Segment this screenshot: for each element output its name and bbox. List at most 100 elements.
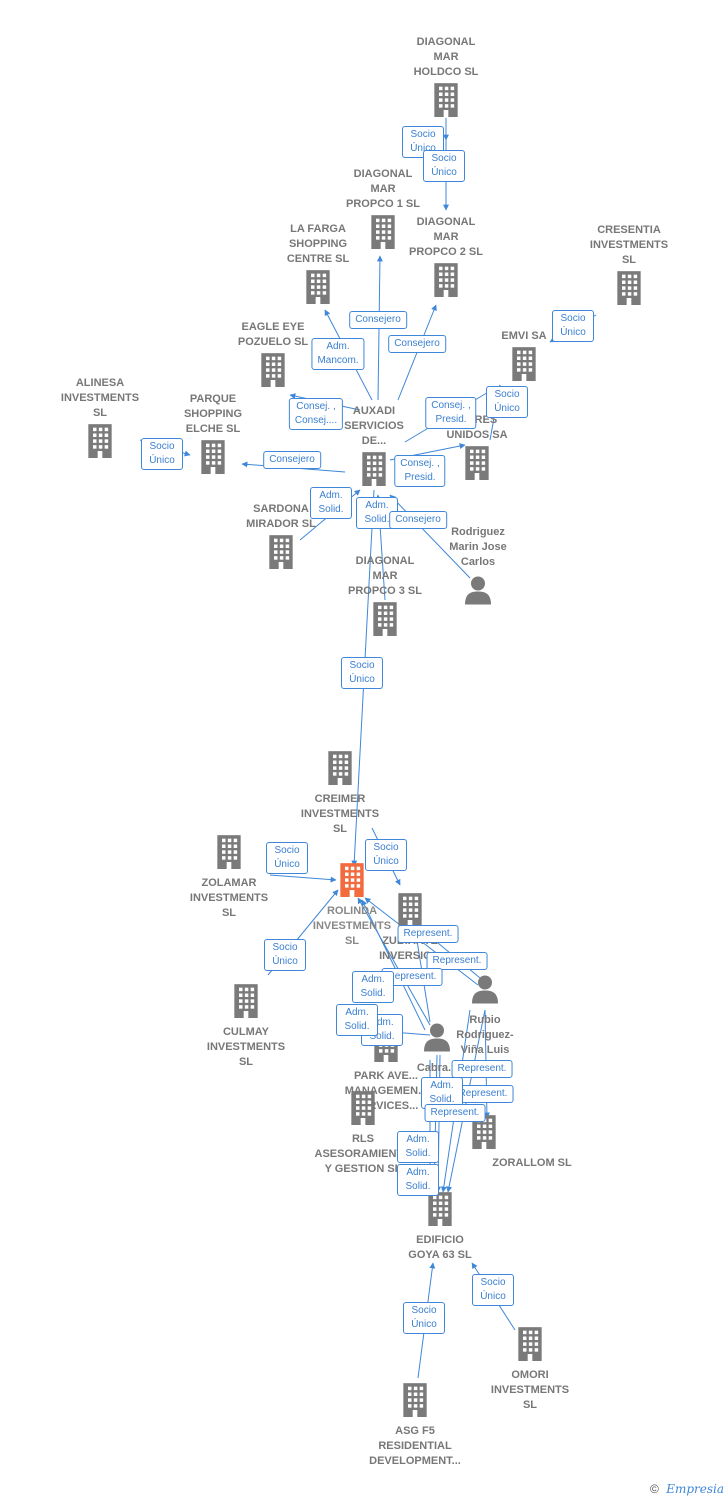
edge-label[interactable]: Represent. (424, 1104, 486, 1122)
building-icon-sardona[interactable] (267, 534, 295, 574)
node-omori[interactable]: OMORI INVESTMENTS SL (491, 1368, 569, 1413)
building-icon-rls[interactable] (349, 1090, 377, 1130)
edge-label[interactable]: Socio Único (552, 310, 594, 342)
node-label-alinesa[interactable]: ALINESA INVESTMENTS SL (60, 377, 140, 419)
node-rodriguez[interactable]: Rodriguez Marin Jose Carlos (449, 525, 506, 570)
edge-label[interactable]: Adm. Solid. (336, 1004, 378, 1036)
edge-label[interactable]: Adm. Solid. (397, 1131, 439, 1163)
building-icon-rolinda[interactable] (338, 862, 366, 902)
building-icon-culmay[interactable] (232, 983, 260, 1023)
node-culmay[interactable]: CULMAY INVESTMENTS SL (207, 1025, 285, 1070)
edge-label[interactable]: Socio Único (486, 386, 528, 418)
node-label-cresentia[interactable]: CRESENTIA INVESTMENTS SL (589, 224, 669, 266)
person-icon-rubio[interactable] (470, 974, 500, 1009)
building-icon-dmp2[interactable] (432, 262, 460, 302)
node-label-zorallom[interactable]: ZORALLOM SL (492, 1157, 572, 1169)
node-label-culmay[interactable]: CULMAY INVESTMENTS SL (206, 1026, 286, 1068)
node-label-rubio[interactable]: Rubio Rodriguez- Viña Luis (456, 1014, 514, 1056)
building-icon-zubiarte[interactable] (396, 892, 424, 932)
building-icon-dmh[interactable] (432, 82, 460, 122)
footer-brand[interactable]: © Empresia (650, 1482, 724, 1496)
building-icon-asg[interactable] (401, 1382, 429, 1422)
node-sardona[interactable]: SARDONA MIRADOR SL (246, 502, 316, 532)
building-icon-eagle[interactable] (259, 352, 287, 392)
node-label-dmp3[interactable]: DIAGONAL MAR PROPCO 3 SL (348, 555, 422, 597)
edge-label[interactable]: Represent. (451, 1060, 513, 1078)
node-label-goya[interactable]: EDIFICIO GOYA 63 SL (408, 1234, 472, 1261)
building-icon-cresentia[interactable] (615, 270, 643, 310)
building-icon-dmp1[interactable] (369, 214, 397, 254)
building-icon-alinesa[interactable] (86, 423, 114, 463)
node-label-sardona[interactable]: SARDONA MIRADOR SL (246, 503, 316, 530)
node-label-auxadi[interactable]: AUXADI SERVICIOS DE... (344, 405, 404, 447)
edge-label[interactable]: Consejero (263, 451, 321, 469)
edge-label[interactable]: Consejero (389, 511, 447, 529)
edge-label[interactable]: Adm. Mancom. (311, 338, 365, 370)
node-label-rodriguez[interactable]: Rodriguez Marin Jose Carlos (449, 526, 507, 568)
node-label-dmh[interactable]: DIAGONAL MAR HOLDCO SL (413, 36, 479, 78)
node-label-lafarga[interactable]: LA FARGA SHOPPING CENTRE SL (286, 223, 350, 265)
building-icon-unidos[interactable] (463, 445, 491, 485)
node-goya[interactable]: EDIFICIO GOYA 63 SL (408, 1233, 471, 1263)
building-icon-zolamar[interactable] (215, 834, 243, 874)
node-rls[interactable]: RLS ASESORAMIENTO Y GESTION SL (315, 1132, 412, 1177)
node-zolamar[interactable]: ZOLAMAR INVESTMENTS SL (190, 876, 268, 921)
node-alinesa[interactable]: ALINESA INVESTMENTS SL (61, 376, 139, 421)
edge-label[interactable]: Adm. Solid. (310, 487, 352, 519)
node-dmh[interactable]: DIAGONAL MAR HOLDCO SL (414, 35, 479, 80)
node-lafarga[interactable]: LA FARGA SHOPPING CENTRE SL (287, 222, 349, 267)
building-icon-lafarga[interactable] (304, 269, 332, 309)
node-cresentia[interactable]: CRESENTIA INVESTMENTS SL (590, 223, 668, 268)
building-icon-dmp3[interactable] (371, 601, 399, 641)
edge-label[interactable]: Socio Único (472, 1274, 514, 1306)
node-rolinda[interactable]: ROLINDA INVESTMENTS SL (313, 904, 391, 949)
building-icon-creimer[interactable] (326, 750, 354, 790)
edge-label[interactable]: Consejero (388, 335, 446, 353)
edge-label[interactable]: Socio Único (141, 438, 183, 470)
building-icon-parque[interactable] (199, 439, 227, 479)
building-icon-omori[interactable] (516, 1326, 544, 1366)
node-label-rolinda[interactable]: ROLINDA INVESTMENTS SL (312, 905, 392, 947)
building-icon-emvi[interactable] (510, 346, 538, 386)
edge-label[interactable]: Socio Único (266, 842, 308, 874)
building-icon-auxadi[interactable] (360, 451, 388, 491)
edge-label[interactable]: Socio Único (423, 150, 465, 182)
node-label-creimer[interactable]: CREIMER INVESTMENTS SL (300, 793, 380, 835)
node-label-parque[interactable]: PARQUE SHOPPING ELCHE SL (183, 393, 243, 435)
node-parque[interactable]: PARQUE SHOPPING ELCHE SL (184, 392, 242, 437)
edge-label[interactable]: Consej. , Consej.... (288, 398, 344, 430)
node-eagle[interactable]: EAGLE EYE POZUELO SL (238, 320, 308, 350)
node-auxadi[interactable]: AUXADI SERVICIOS DE... (344, 404, 404, 449)
edge-label[interactable]: Socio Único (341, 657, 383, 689)
node-label-emvi[interactable]: EMVI SA (501, 330, 547, 342)
node-dmp1[interactable]: DIAGONAL MAR PROPCO 1 SL (346, 167, 420, 212)
edge-label[interactable]: Consej. , Presid. (394, 455, 446, 487)
node-asg[interactable]: ASG F5 RESIDENTIAL DEVELOPMENT... (369, 1424, 461, 1469)
edge-label[interactable]: Consej. , Presid. (425, 397, 477, 429)
node-creimer[interactable]: CREIMER INVESTMENTS SL (301, 792, 379, 837)
node-label-rls[interactable]: RLS ASESORAMIENTO Y GESTION SL (314, 1133, 412, 1175)
edge-label[interactable]: Adm. Solid. (397, 1164, 439, 1196)
node-label-omori[interactable]: OMORI INVESTMENTS SL (490, 1369, 570, 1411)
node-label-eagle[interactable]: EAGLE EYE POZUELO SL (237, 321, 309, 348)
node-label-dmp2[interactable]: DIAGONAL MAR PROPCO 2 SL (409, 216, 483, 258)
node-label-dmp1[interactable]: DIAGONAL MAR PROPCO 1 SL (346, 168, 420, 210)
edge-label[interactable]: Adm. Solid. (352, 971, 394, 1003)
node-dmp2[interactable]: DIAGONAL MAR PROPCO 2 SL (409, 215, 483, 260)
person-icon-cabra[interactable] (422, 1022, 452, 1057)
node-label-zolamar[interactable]: ZOLAMAR INVESTMENTS SL (189, 877, 269, 919)
edge-label[interactable]: Socio Único (403, 1302, 445, 1334)
edge-label[interactable]: Represent. (397, 925, 459, 943)
edge-label[interactable]: Adm. Solid. (421, 1077, 463, 1109)
edge-label[interactable]: Consejero (349, 311, 407, 329)
building-icon-goya[interactable] (426, 1191, 454, 1231)
node-dmp3[interactable]: DIAGONAL MAR PROPCO 3 SL (348, 554, 422, 599)
edge-label[interactable]: Socio Único (365, 839, 407, 871)
node-emvi[interactable]: EMVI SA (501, 329, 546, 344)
edge-label[interactable]: Represent. (426, 952, 488, 970)
node-rubio[interactable]: Rubio Rodriguez- Viña Luis (456, 1013, 513, 1058)
person-icon-rodriguez[interactable] (463, 575, 493, 610)
node-zorallom[interactable]: ZORALLOM SL (492, 1156, 571, 1171)
node-label-asg[interactable]: ASG F5 RESIDENTIAL DEVELOPMENT... (369, 1425, 461, 1467)
edge-label[interactable]: Socio Único (264, 939, 306, 971)
